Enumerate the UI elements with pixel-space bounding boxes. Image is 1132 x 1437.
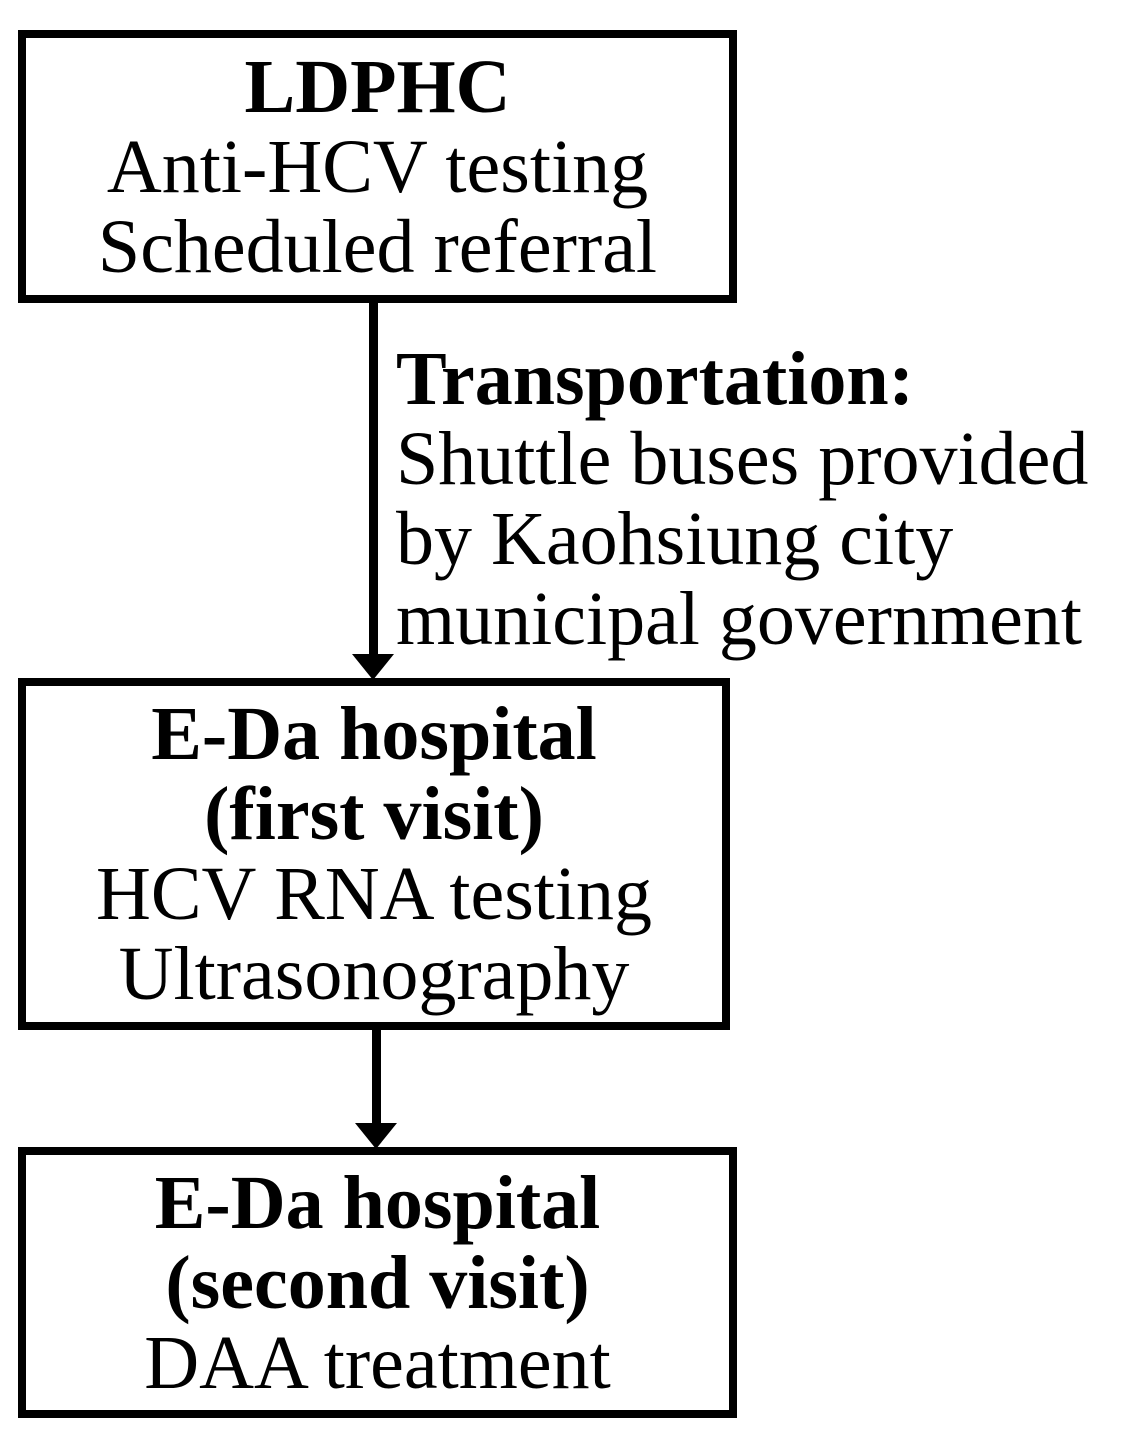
node-eda-first-visit-title: E-Da hospital <box>151 692 597 776</box>
arrow-1-label-line: Shuttle buses provided <box>396 417 1089 501</box>
node-ldphc-line: Scheduled referral <box>97 204 658 289</box>
node-ldphc-line: Anti-HCV testing <box>106 124 649 209</box>
node-ldphc: LDPHC Anti-HCV testing Scheduled referra… <box>18 30 737 303</box>
node-ldphc-title: LDPHC <box>244 44 511 129</box>
arrow-2-shaft <box>372 1030 381 1126</box>
arrow-1-label-title: Transportation: <box>396 337 914 421</box>
arrow-1-head <box>352 654 394 680</box>
node-eda-first-visit-subtitle: (first visit) <box>204 772 544 856</box>
node-eda-second-visit-line: DAA treatment <box>144 1320 611 1405</box>
node-eda-second-visit-subtitle: (second visit) <box>165 1240 590 1325</box>
node-eda-second-visit: E-Da hospital (second visit) DAA treatme… <box>18 1147 737 1418</box>
arrow-1-label-line: by Kaohsiung city <box>396 497 954 581</box>
arrow-1-shaft <box>369 303 378 658</box>
node-eda-first-visit-line: Ultrasonography <box>118 932 630 1016</box>
node-eda-second-visit-title: E-Da hospital <box>154 1160 601 1245</box>
node-eda-first-visit: E-Da hospital (first visit) HCV RNA test… <box>18 678 730 1030</box>
node-eda-first-visit-line: HCV RNA testing <box>95 852 652 936</box>
arrow-1-label: Transportation: Shuttle buses provided b… <box>396 339 1088 659</box>
arrow-1-label-line: municipal government <box>396 577 1082 661</box>
arrow-2-head <box>355 1123 397 1149</box>
